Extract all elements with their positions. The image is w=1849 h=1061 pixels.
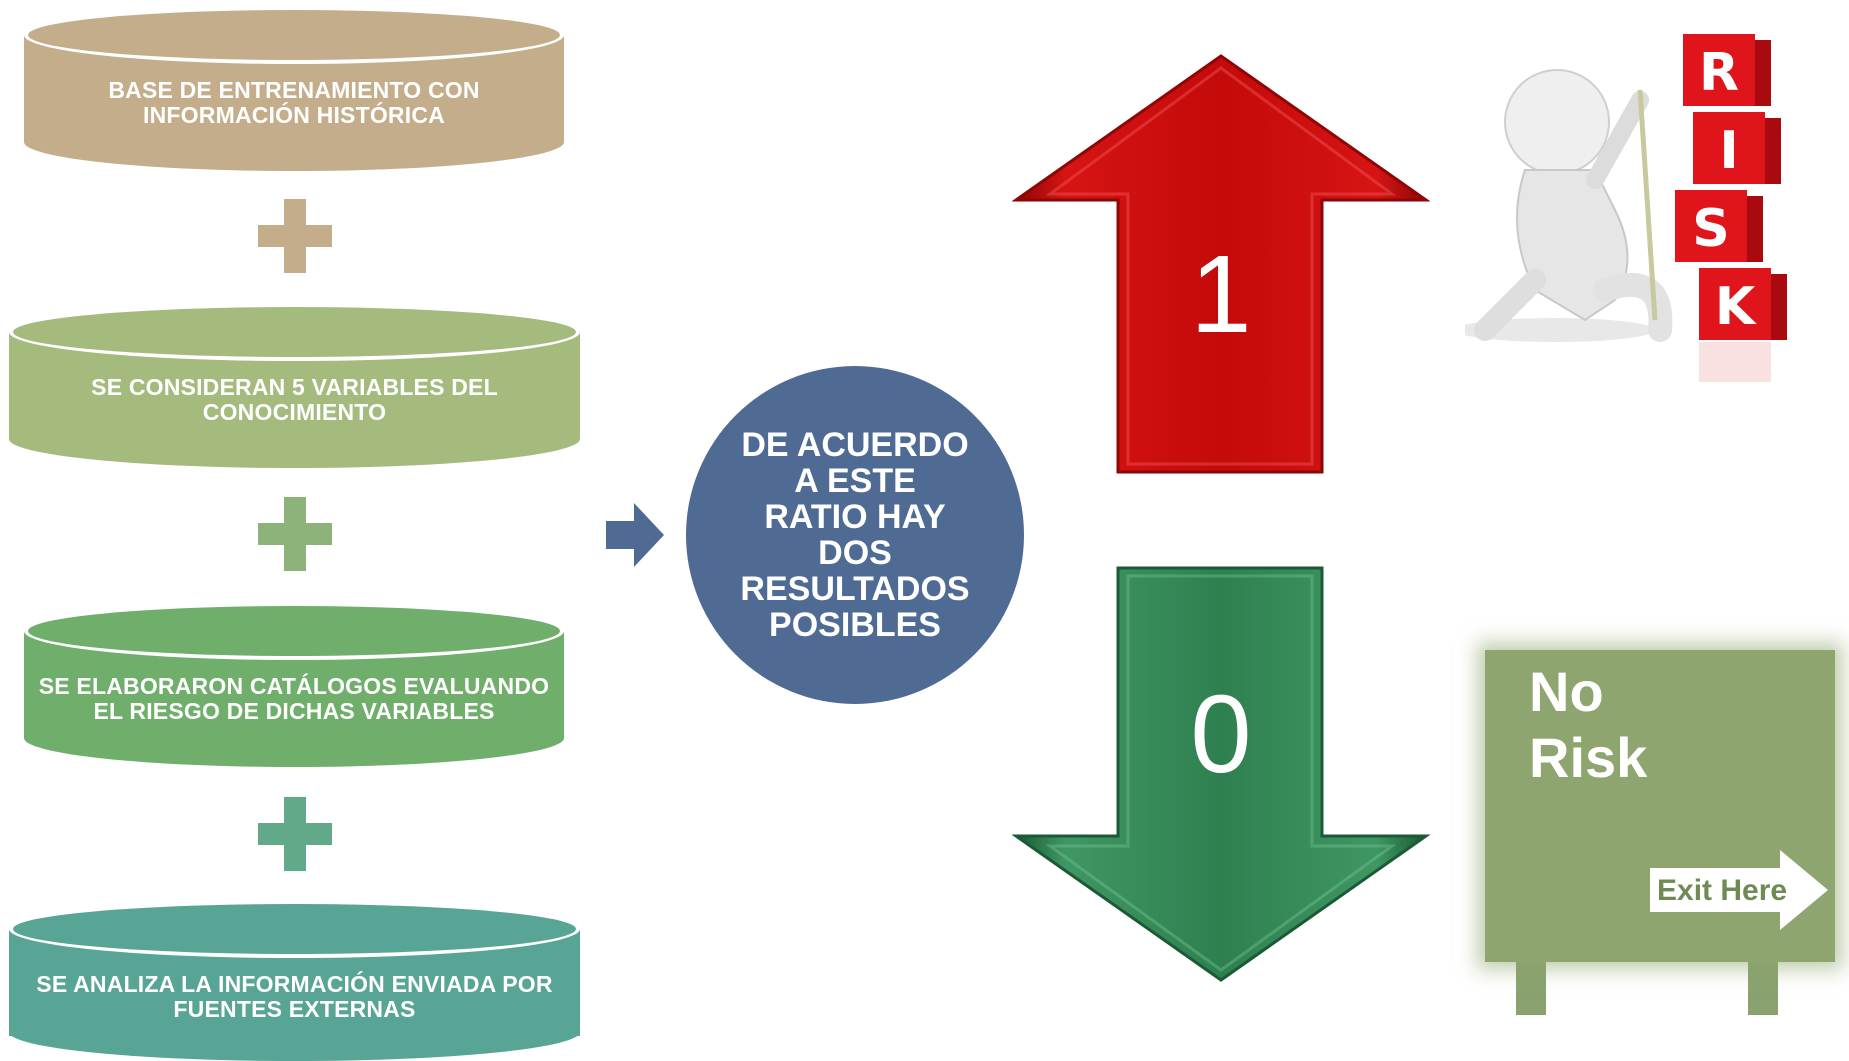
- plus-icon: [258, 497, 332, 571]
- cylinder-bottom: [24, 113, 564, 171]
- cylinder-top: [9, 900, 580, 958]
- cylinder-historical-base: BASE DE ENTRENAMIENTO CON INFORMACIÓN HI…: [24, 6, 564, 171]
- no-risk-sign: No Risk Exit Here: [1485, 650, 1835, 962]
- cylinder-bottom: [24, 709, 564, 767]
- outcome-digit-zero: 0: [1190, 673, 1252, 796]
- cylinder-knowledge-variables: SE CONSIDERAN 5 VARIABLES DEL CONOCIMIEN…: [9, 303, 580, 468]
- risk-letter-s: S: [1692, 199, 1729, 259]
- cylinder-label: SE ELABORARON CATÁLOGOS EVALUANDO EL RIE…: [38, 673, 550, 724]
- plus-icon: [258, 199, 332, 273]
- cylinder-bottom: [9, 1003, 580, 1061]
- arrow-up-icon: [1012, 54, 1430, 474]
- sign-line-risk: Risk: [1529, 726, 1648, 789]
- cylinder-label: SE CONSIDERAN 5 VARIABLES DEL CONOCIMIEN…: [91, 374, 498, 425]
- plus-icon: [258, 797, 332, 871]
- cylinder-bottom: [9, 410, 580, 468]
- results-circle: DE ACUERDO A ESTE RATIO HAY DOS RESULTAD…: [686, 366, 1024, 704]
- risk-letter-r: R: [1699, 43, 1739, 103]
- arrow-right-icon: [606, 503, 664, 567]
- outcome-digit-one: 1: [1190, 233, 1252, 356]
- risk-letter-i: I: [1719, 121, 1738, 181]
- cylinder-label: SE ANALIZA LA INFORMACIÓN ENVIADA POR FU…: [36, 971, 553, 1022]
- results-circle-text: DE ACUERDO A ESTE RATIO HAY DOS RESULTAD…: [740, 426, 970, 644]
- risk-cubes-illustration: R I S K: [1465, 34, 1787, 382]
- cylinder-top: [9, 303, 580, 361]
- cylinder-top: [24, 6, 564, 64]
- cylinder-risk-catalogs: SE ELABORARON CATÁLOGOS EVALUANDO EL RIE…: [24, 602, 564, 767]
- sign-post-left: [1516, 955, 1546, 1015]
- cylinder-external-sources: SE ANALIZA LA INFORMACIÓN ENVIADA POR FU…: [9, 900, 580, 1061]
- risk-letter-k: K: [1715, 277, 1757, 337]
- arrow-down-icon: [1012, 566, 1430, 982]
- exit-label: Exit Here: [1657, 874, 1788, 907]
- cylinder-top: [24, 602, 564, 660]
- sign-post-right: [1748, 955, 1778, 1015]
- exit-arrow-icon: [1650, 850, 1828, 930]
- sign-line-no: No: [1529, 660, 1604, 723]
- cylinder-label: BASE DE ENTRENAMIENTO CON INFORMACIÓN HI…: [108, 77, 480, 128]
